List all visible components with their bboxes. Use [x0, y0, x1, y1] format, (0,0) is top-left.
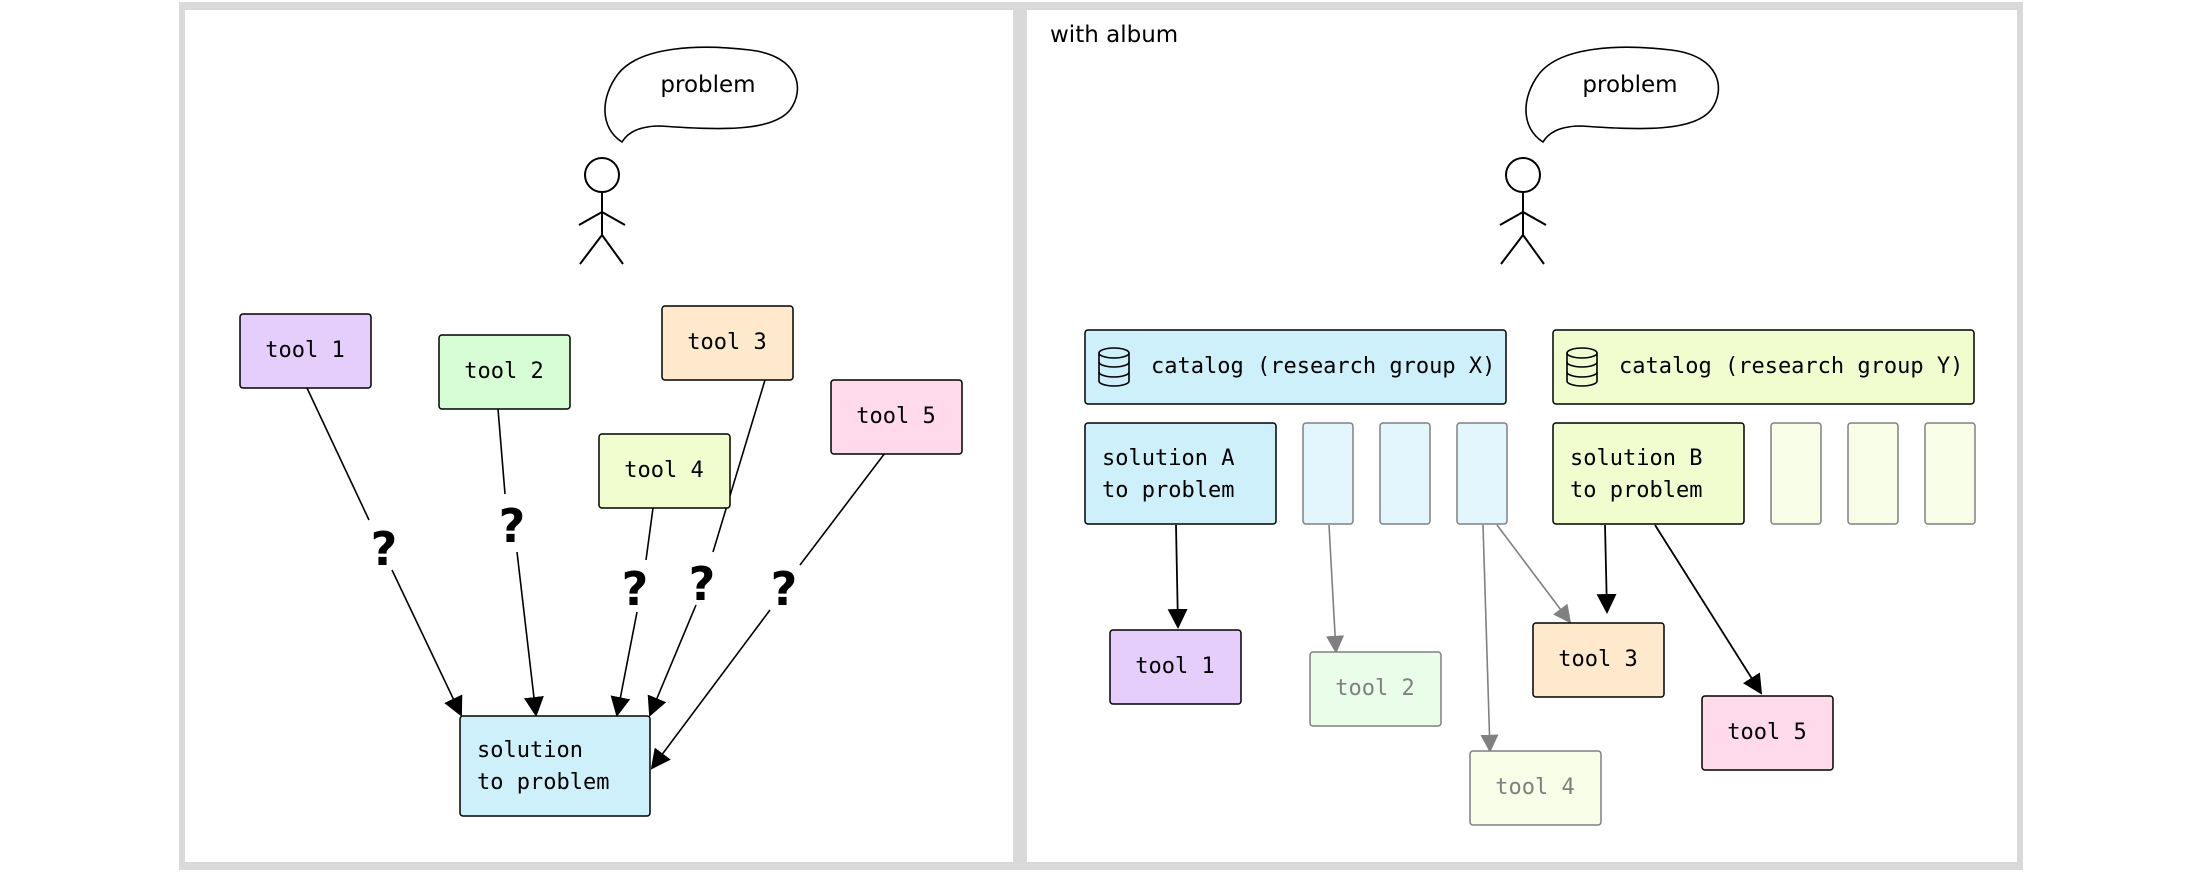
- left-tool-4[interactable]: tool 4: [598, 433, 731, 509]
- right-tool-3[interactable]: tool 3: [1532, 622, 1665, 698]
- right-tool-2[interactable]: tool 2: [1309, 651, 1442, 727]
- solution-line-1: solution: [477, 738, 583, 763]
- tool-label: tool 3: [687, 330, 766, 355]
- tool-label: tool 4: [1495, 775, 1574, 800]
- tool-label: tool 1: [1135, 654, 1214, 679]
- catalog-y-slot[interactable]: [1770, 422, 1822, 525]
- left-speech-bubble: [604, 46, 799, 144]
- right-tool-1[interactable]: tool 1: [1109, 629, 1242, 705]
- question-mark: ?: [499, 499, 526, 553]
- left-problem-label: problem: [660, 72, 755, 98]
- left-arrows: [306, 379, 886, 770]
- tool-label: tool 2: [464, 359, 543, 384]
- solution-b-line-1: solution B: [1570, 446, 1702, 471]
- left-tool-5[interactable]: tool 5: [830, 379, 963, 455]
- solution-b-line-2: to problem: [1570, 478, 1702, 503]
- tool-label: tool 5: [856, 404, 935, 429]
- solution-a-line-2: to problem: [1102, 478, 1234, 503]
- tool-label: tool 3: [1558, 647, 1637, 672]
- catalog-x-slot[interactable]: [1302, 422, 1354, 525]
- question-mark: ?: [622, 562, 649, 616]
- catalog-x[interactable]: catalog (research group X): [1084, 329, 1507, 405]
- solution-a-box[interactable]: solution A to problem: [1084, 422, 1277, 525]
- right-stick-figure: [1499, 157, 1547, 265]
- question-mark: ?: [689, 557, 716, 611]
- left-tool-1[interactable]: tool 1: [239, 313, 372, 389]
- tool-label: tool 5: [1727, 720, 1806, 745]
- right-panel-title: with album: [1050, 22, 1178, 48]
- tool-label: tool 1: [265, 338, 344, 363]
- tool-label: tool 2: [1335, 676, 1414, 701]
- right-speech-bubble: [1525, 46, 1720, 144]
- right-arrows: [1167, 524, 1763, 753]
- left-tool-2[interactable]: tool 2: [438, 334, 571, 410]
- left-stick-figure: [578, 157, 626, 265]
- database-icon: [1098, 347, 1130, 387]
- right-tool-5[interactable]: tool 5: [1701, 695, 1834, 771]
- database-icon: [1566, 347, 1598, 387]
- tool-label: tool 4: [624, 458, 703, 483]
- catalog-x-label: catalog (research group X): [1151, 354, 1495, 379]
- question-mark: ?: [771, 562, 798, 616]
- catalog-x-slot[interactable]: [1379, 422, 1431, 525]
- catalog-y-slot[interactable]: [1847, 422, 1899, 525]
- catalog-y[interactable]: catalog (research group Y): [1552, 329, 1975, 405]
- question-mark: ?: [371, 522, 398, 576]
- catalog-y-label: catalog (research group Y): [1619, 354, 1963, 379]
- solution-b-box[interactable]: solution B to problem: [1552, 422, 1745, 525]
- right-tool-4[interactable]: tool 4: [1469, 750, 1602, 826]
- solution-line-2: to problem: [477, 770, 609, 795]
- catalog-x-slot[interactable]: [1456, 422, 1508, 525]
- right-problem-label: problem: [1582, 72, 1677, 98]
- left-tool-3[interactable]: tool 3: [661, 305, 794, 381]
- catalog-y-slot[interactable]: [1924, 422, 1976, 525]
- left-solution-box[interactable]: solution to problem: [459, 715, 651, 817]
- solution-a-line-1: solution A: [1102, 446, 1234, 471]
